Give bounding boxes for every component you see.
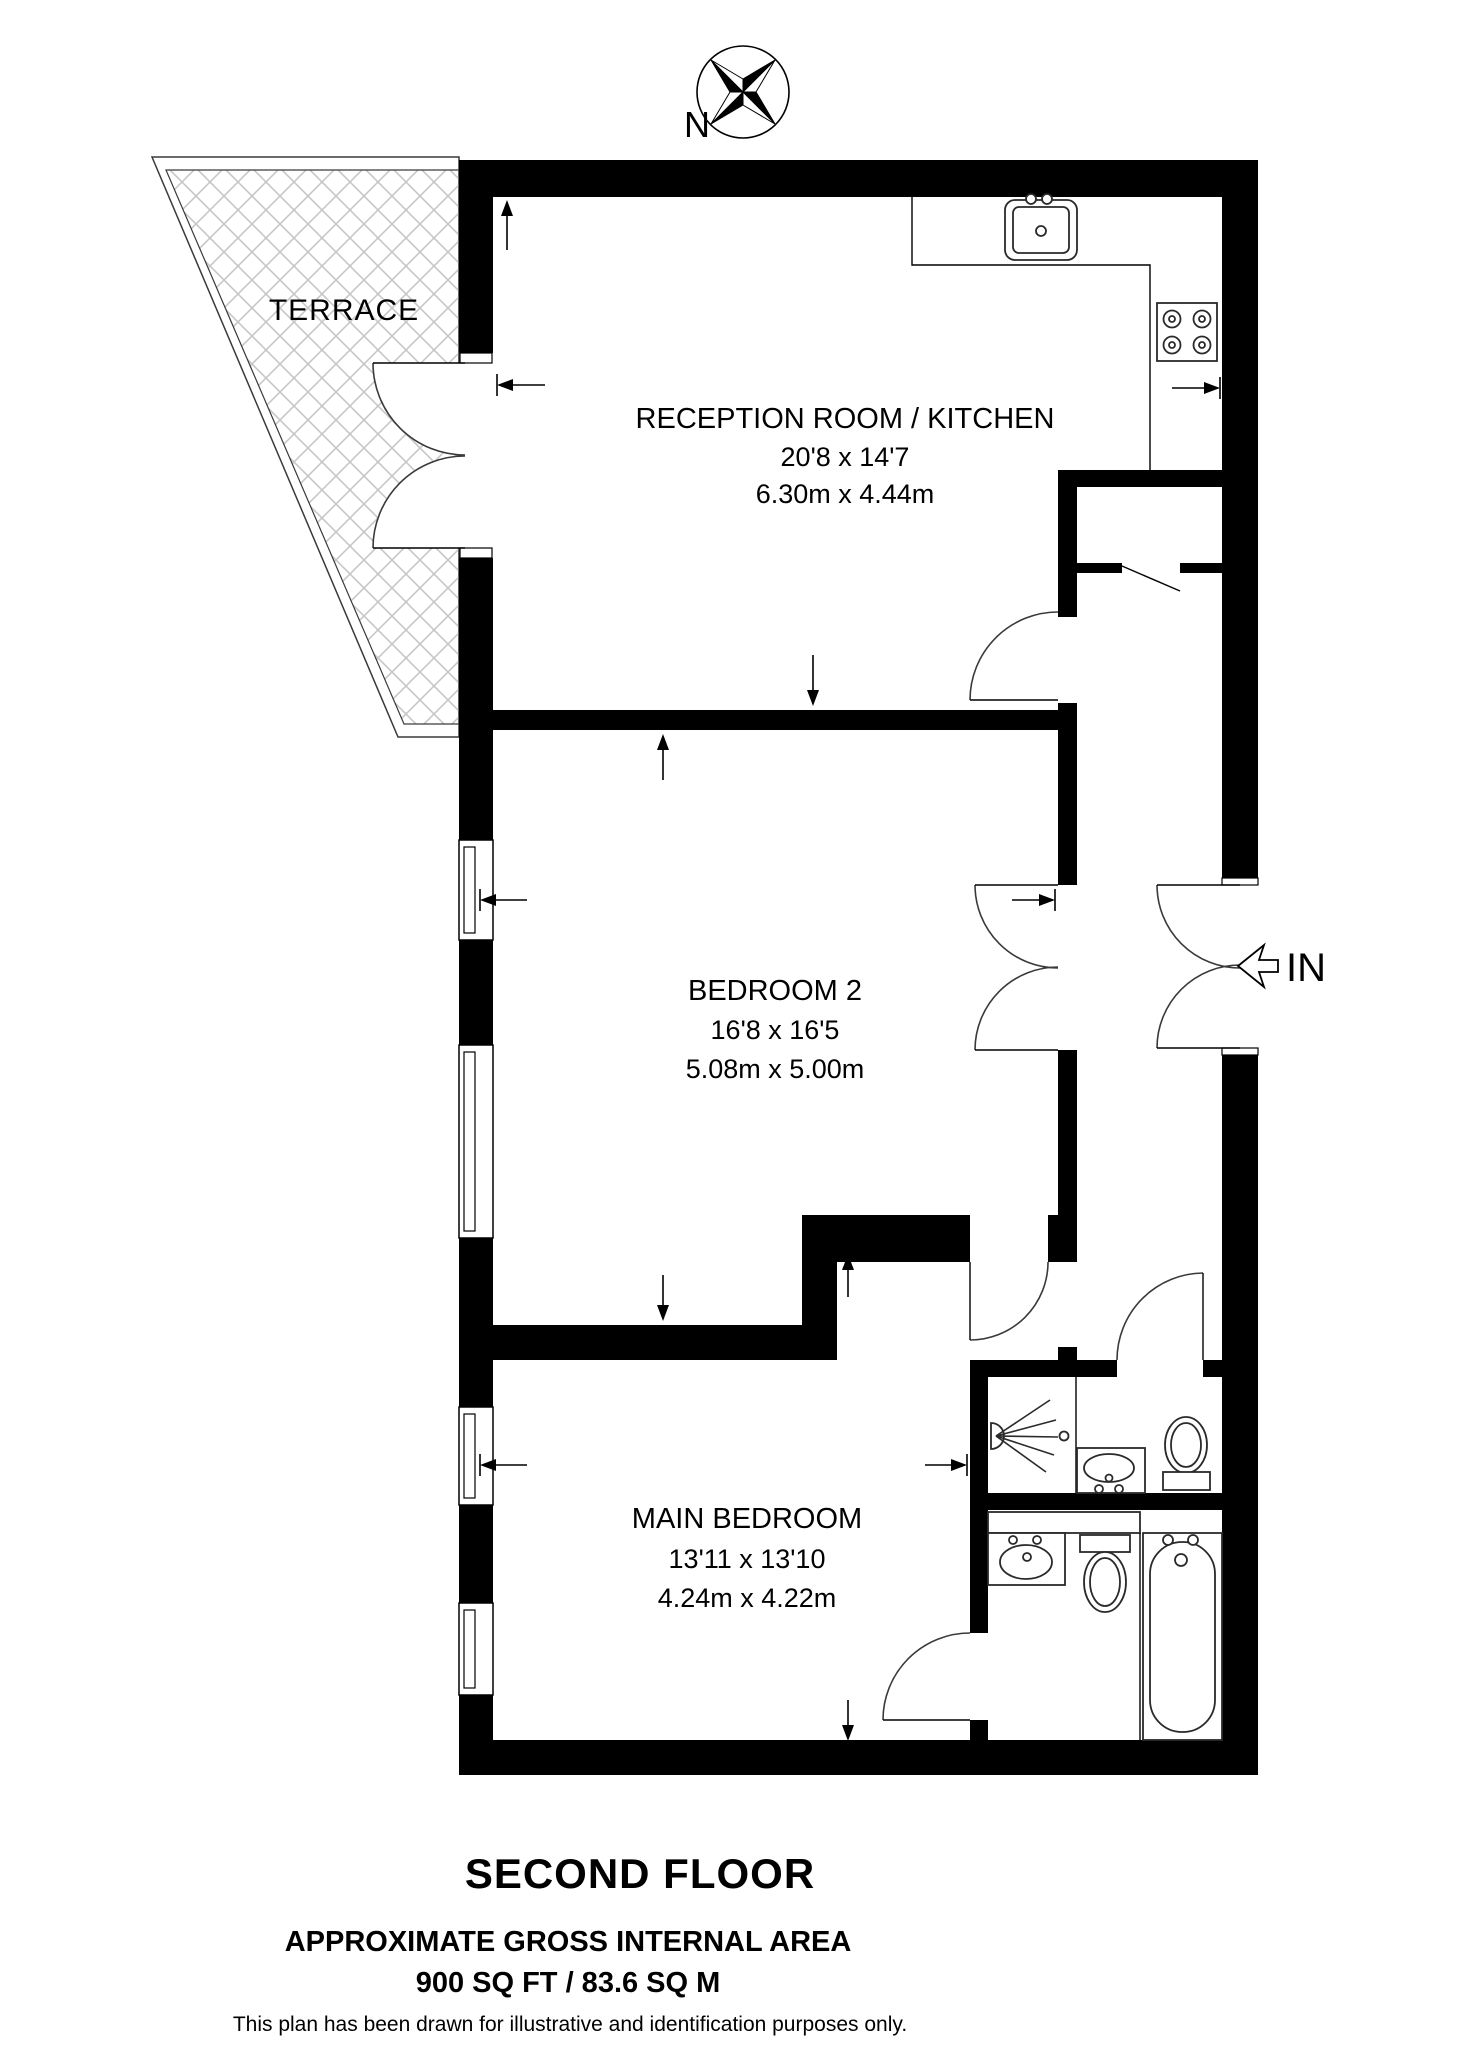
kitchen-counter	[911, 197, 1151, 470]
dimension-arrow-icon	[479, 1454, 527, 1476]
hob-icon	[1156, 302, 1218, 362]
area-value: 900 SQ FT / 83.6 SQ M	[416, 1967, 721, 1999]
window-icon	[458, 1044, 494, 1239]
bath-icon	[1142, 1532, 1223, 1741]
shower-toilet-icon	[1162, 1416, 1211, 1491]
reception-metric: 6.30m x 4.44m	[756, 479, 935, 509]
bathroom-basin-icon	[987, 1532, 1066, 1586]
window-icon	[458, 1406, 494, 1506]
main-bedroom-name: MAIN BEDROOM	[632, 1503, 862, 1535]
room-labels: RECEPTION ROOM / KITCHEN 20'8 x 14'7 6.3…	[632, 403, 1055, 1613]
window-icon	[458, 1602, 494, 1696]
terrace-label: TERRACE	[269, 294, 419, 327]
door-arc-icon	[969, 1261, 1049, 1341]
door-arc-icon	[882, 1632, 971, 1721]
door-arc-icon	[969, 611, 1059, 701]
shower-room	[990, 1377, 1211, 1494]
dimension-arrow-icon	[496, 374, 545, 396]
bathroom	[987, 1511, 1223, 1741]
doors	[372, 362, 1241, 1721]
dimension-arrow-icon	[842, 1254, 854, 1297]
dimension-arrow-icon	[1172, 377, 1221, 399]
dimension-arrow-icon	[1012, 889, 1056, 911]
door-arc-icon	[974, 884, 1059, 1051]
kitchen-area	[911, 193, 1218, 470]
bathroom-toilet-icon	[1079, 1534, 1131, 1613]
windows	[458, 839, 494, 1696]
dimension-arrow-icon	[807, 655, 819, 706]
entrance: IN	[1236, 942, 1326, 990]
reception-imperial: 20'8 x 14'7	[781, 442, 910, 472]
area-heading: APPROXIMATE GROSS INTERNAL AREA	[285, 1926, 852, 1958]
window-icon	[458, 839, 494, 941]
bedroom2-metric: 5.08m x 5.00m	[686, 1054, 865, 1084]
entrance-arrow-icon	[1236, 942, 1279, 990]
floor-title: SECOND FLOOR	[465, 1850, 815, 1897]
dimension-arrow-icon	[925, 1454, 968, 1476]
door-arc-icon	[372, 362, 466, 549]
main-bedroom-metric: 4.24m x 4.22m	[658, 1583, 837, 1613]
main-bedroom-imperial: 13'11 x 13'10	[669, 1544, 826, 1574]
dimension-arrows	[479, 200, 1221, 1741]
disclaimer: This plan has been drawn for illustrativ…	[233, 2013, 907, 2036]
dimension-arrow-icon	[479, 889, 527, 911]
compass-rose-icon: N	[684, 45, 790, 145]
dimension-arrow-icon	[657, 1275, 669, 1321]
footer: SECOND FLOOR APPROXIMATE GROSS INTERNAL …	[233, 1850, 907, 2036]
dimension-arrow-icon	[501, 200, 513, 250]
terrace-door-swing-bottom	[373, 456, 465, 548]
entrance-label: IN	[1286, 946, 1326, 990]
door-arc-icon	[1121, 565, 1181, 592]
bedroom2-imperial: 16'8 x 16'5	[711, 1015, 840, 1045]
door-arc-icon	[1156, 884, 1241, 1049]
terrace-area: TERRACE	[150, 156, 465, 738]
kitchen-sink-icon	[1004, 193, 1078, 261]
door-arc-icon	[1116, 1272, 1204, 1361]
bedroom2-name: BEDROOM 2	[688, 975, 862, 1007]
reception-name: RECEPTION ROOM / KITCHEN	[636, 403, 1055, 435]
shower-basin-icon	[1076, 1447, 1146, 1494]
shower-icon	[990, 1377, 1077, 1493]
terrace-hatch	[165, 169, 460, 725]
dimension-arrow-icon	[657, 734, 669, 780]
compass-north-label: N	[684, 104, 710, 145]
dimension-arrow-icon	[842, 1700, 854, 1741]
bathroom-counter	[987, 1511, 1141, 1534]
terrace-door-swing-top	[373, 363, 465, 455]
walls	[459, 160, 1258, 1775]
